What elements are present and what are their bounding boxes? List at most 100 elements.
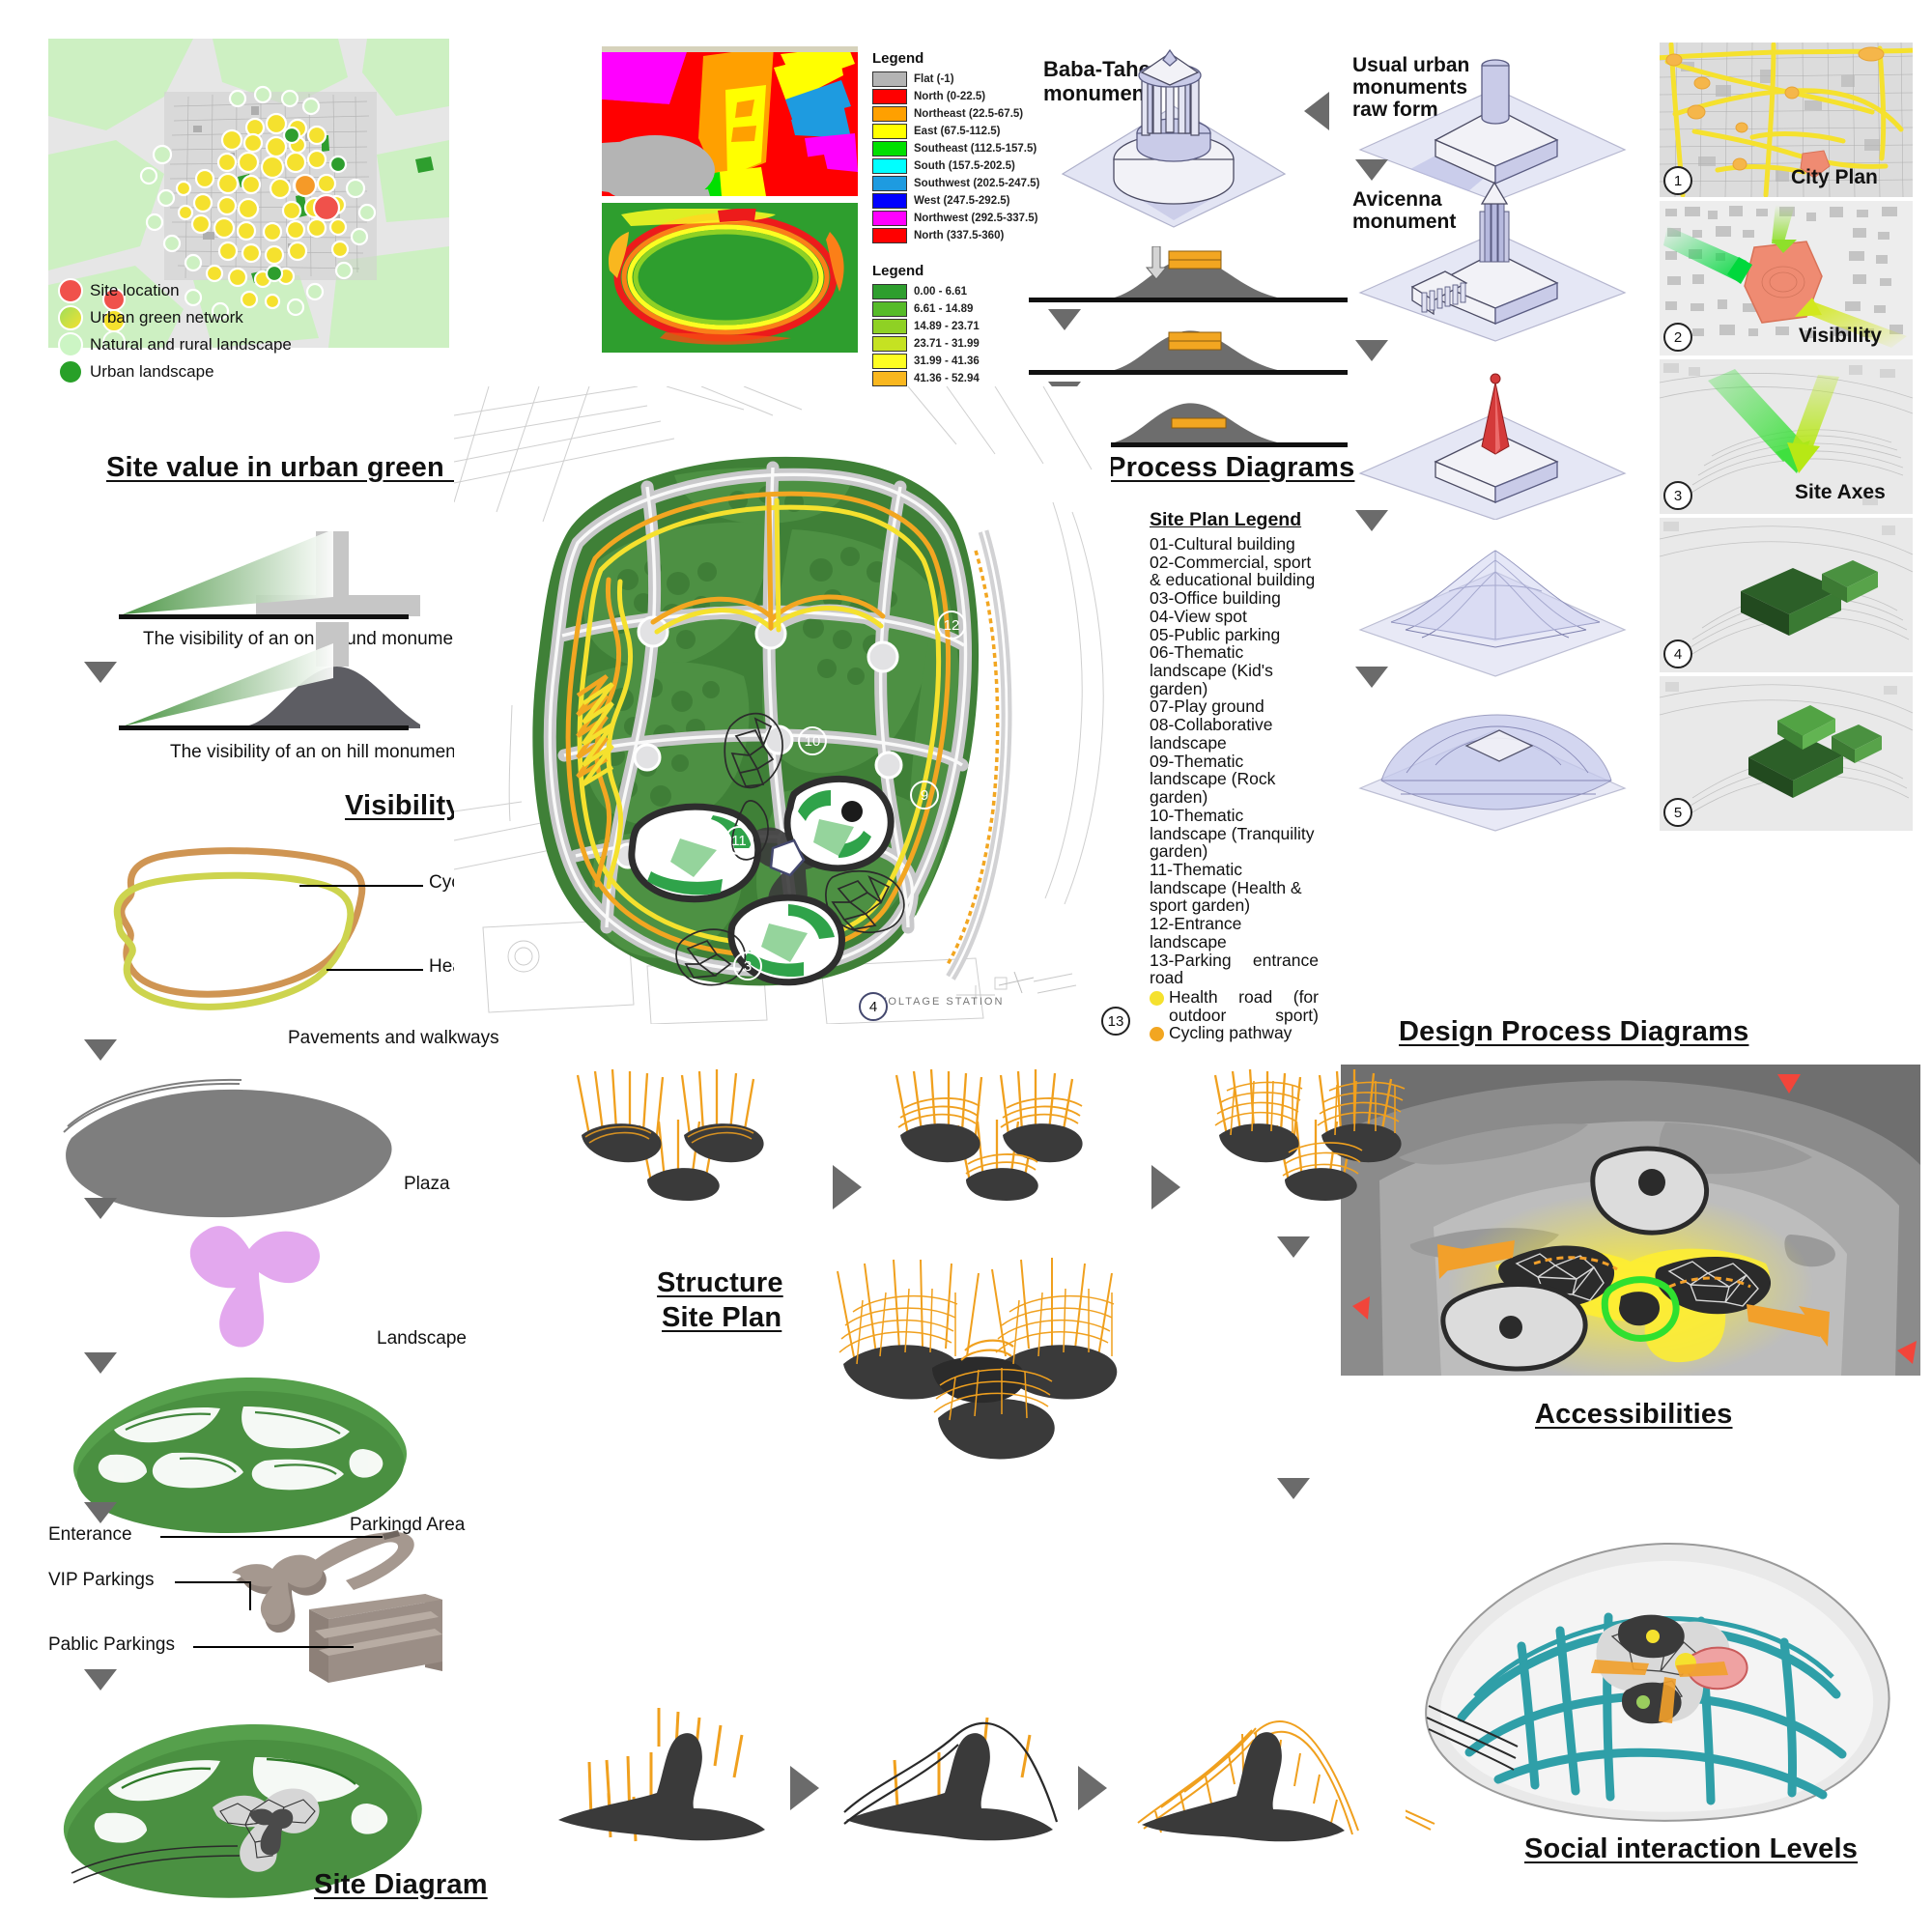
legend-item: Urban green network: [58, 305, 292, 330]
svg-text:VOLTAGE STATION: VOLTAGE STATION: [879, 996, 1004, 1008]
health-road-key-label: Health road (for outdoor sport): [1169, 986, 1319, 1025]
site-marker-1: 1: [899, 1069, 928, 1098]
visibility-hill-caption: The visibility of an on hill monument: [170, 742, 461, 762]
slope-label: 0.00 - 6.61: [914, 286, 967, 298]
entrance-label: Enterance: [48, 1524, 132, 1545]
site-marker-8: 8: [1027, 763, 1056, 792]
social-interaction-render: [1406, 1517, 1908, 1835]
site-location-swatch: [58, 278, 83, 303]
aspect-swatch: [872, 106, 907, 122]
site-plan-drawing: VOLTAGE STATION: [454, 386, 1111, 1024]
legend-item: Urban landscape: [58, 359, 292, 384]
slope-swatch: [872, 354, 907, 369]
stack-arrow: [84, 1198, 117, 1219]
site-axes-label: Site Axes: [1795, 481, 1886, 503]
process-arrow-down: [1355, 340, 1388, 361]
slope-swatch: [872, 336, 907, 352]
landscape-label: Landscape: [377, 1328, 467, 1349]
entrance-leader: [160, 1536, 383, 1538]
slope-raster-map: [602, 203, 858, 353]
legend-entry-12: 12-Entrance landscape: [1150, 914, 1242, 952]
aspect-label: Southeast (112.5-157.5): [914, 143, 1037, 155]
urban-green-network-swatch: [58, 305, 83, 330]
visibility-ground-caption: The visibility of an on ground monument: [143, 629, 469, 649]
site-plan-title: Site Plan: [662, 1302, 782, 1333]
aspect-swatch: [872, 193, 907, 209]
natural-rural-swatch: [58, 332, 83, 357]
baba-taher-line2: monument: [1043, 80, 1152, 105]
legend-label: Site location: [90, 281, 180, 299]
legend-entry-05: 05-Public parking: [1150, 624, 1281, 644]
avicenna-line2: monument: [1352, 211, 1457, 234]
process-arrow-down: [1355, 159, 1388, 181]
analysis-tile-massing-1: [1660, 518, 1913, 672]
legend-entry-04: 04-View spot: [1150, 606, 1247, 626]
vip-leader-v: [249, 1581, 251, 1610]
structure-step-2: [889, 1067, 1101, 1208]
process-arrow-left: [1304, 92, 1329, 130]
design-process-right-title: Design Process Diagrams: [1399, 1016, 1749, 1047]
parking-stack-diagram: [135, 1517, 454, 1715]
legend-entry-02: 02-Commercial, sport & educational build…: [1150, 552, 1316, 590]
slope-swatch: [872, 319, 907, 334]
aspect-label: Northeast (22.5-67.5): [914, 108, 1024, 120]
legend-label: Urban green network: [90, 308, 243, 327]
stack-arrow: [84, 1352, 117, 1374]
analysis-tile-city-plan: [1660, 43, 1913, 197]
urban-landscape-swatch: [58, 359, 83, 384]
plaza-shape: [174, 1212, 338, 1362]
aspect-legend-title: Legend: [872, 50, 924, 67]
vip-leader: [175, 1581, 250, 1583]
aspect-swatch: [872, 176, 907, 191]
usual-monument-3d: [1352, 48, 1633, 208]
slope-swatch: [872, 284, 907, 299]
stack-arrow: [84, 1039, 117, 1061]
site-plan-legend: Site Plan Legend 01-Cultural building 02…: [1150, 509, 1319, 1042]
aspect-label: Northwest (292.5-337.5): [914, 213, 1038, 224]
parking-area-label: Parkingd Area: [350, 1515, 466, 1535]
site-marker-9: 9: [910, 781, 939, 810]
legend-entry-08: 08-Collaborative landscape: [1150, 715, 1273, 753]
legend-entry-06: 06-Thematic landscape (Kid's garden): [1150, 642, 1273, 698]
legend-entry-03: 03-Office building: [1150, 588, 1281, 609]
dome-surface-3d: [1352, 688, 1633, 838]
site-marker-13: 13: [1101, 1007, 1130, 1036]
baba-taher-label: Baba-Taher monument: [1043, 57, 1158, 105]
stack-arrow: [84, 1502, 117, 1523]
legend-label: Natural and rural landscape: [90, 335, 292, 354]
slope-label: 6.61 - 14.89: [914, 303, 974, 315]
avicenna-label: Avicenna monument: [1352, 188, 1456, 233]
legend-entry-13: 13-Parking entrance road: [1150, 950, 1319, 988]
structure-arrow: [833, 1165, 862, 1209]
analysis-tile-site-axes: [1660, 359, 1913, 514]
road-loops-diagram: [75, 827, 394, 1035]
visibility-ground-diagram: [101, 512, 420, 642]
visibility-hill-diagram: [101, 618, 420, 753]
site-diagram-model: [48, 1686, 435, 1913]
public-leader: [193, 1646, 354, 1648]
slope-label: 31.99 - 41.36: [914, 355, 980, 367]
step-number-1: 1: [1663, 166, 1692, 195]
stack-arrow: [84, 1669, 117, 1690]
aspect-label: Flat (-1): [914, 73, 954, 85]
red-monument-3d: [1352, 365, 1633, 525]
legend-item: Natural and rural landscape: [58, 332, 292, 357]
legend-entry-10: 10-Thematic landscape (Tranquility garde…: [1150, 805, 1315, 862]
aspect-swatch: [872, 158, 907, 174]
pavement-plate-diagram: [48, 1063, 406, 1241]
legend-entry-07: 07-Play ground: [1150, 696, 1264, 717]
city-plan-label: City Plan: [1791, 166, 1878, 188]
structure-arrow-down: [1277, 1236, 1310, 1258]
health-road-key-dot: [1150, 990, 1164, 1006]
visibility-arrow: [84, 662, 117, 683]
site-value-map: [48, 39, 449, 348]
structure-arrow: [1151, 1165, 1180, 1209]
usual-monument-label: Usual urban monuments raw form: [1352, 54, 1469, 121]
aspect-label: North (0-22.5): [914, 91, 986, 102]
usual-line2: monuments: [1352, 76, 1468, 99]
structure-arrow: [790, 1766, 819, 1810]
slope-label: 23.71 - 31.99: [914, 338, 980, 350]
legend-entry-01: 01-Cultural building: [1150, 534, 1295, 554]
legend-entry-11: 11-Thematic landscape (Health & sport ga…: [1150, 859, 1302, 916]
